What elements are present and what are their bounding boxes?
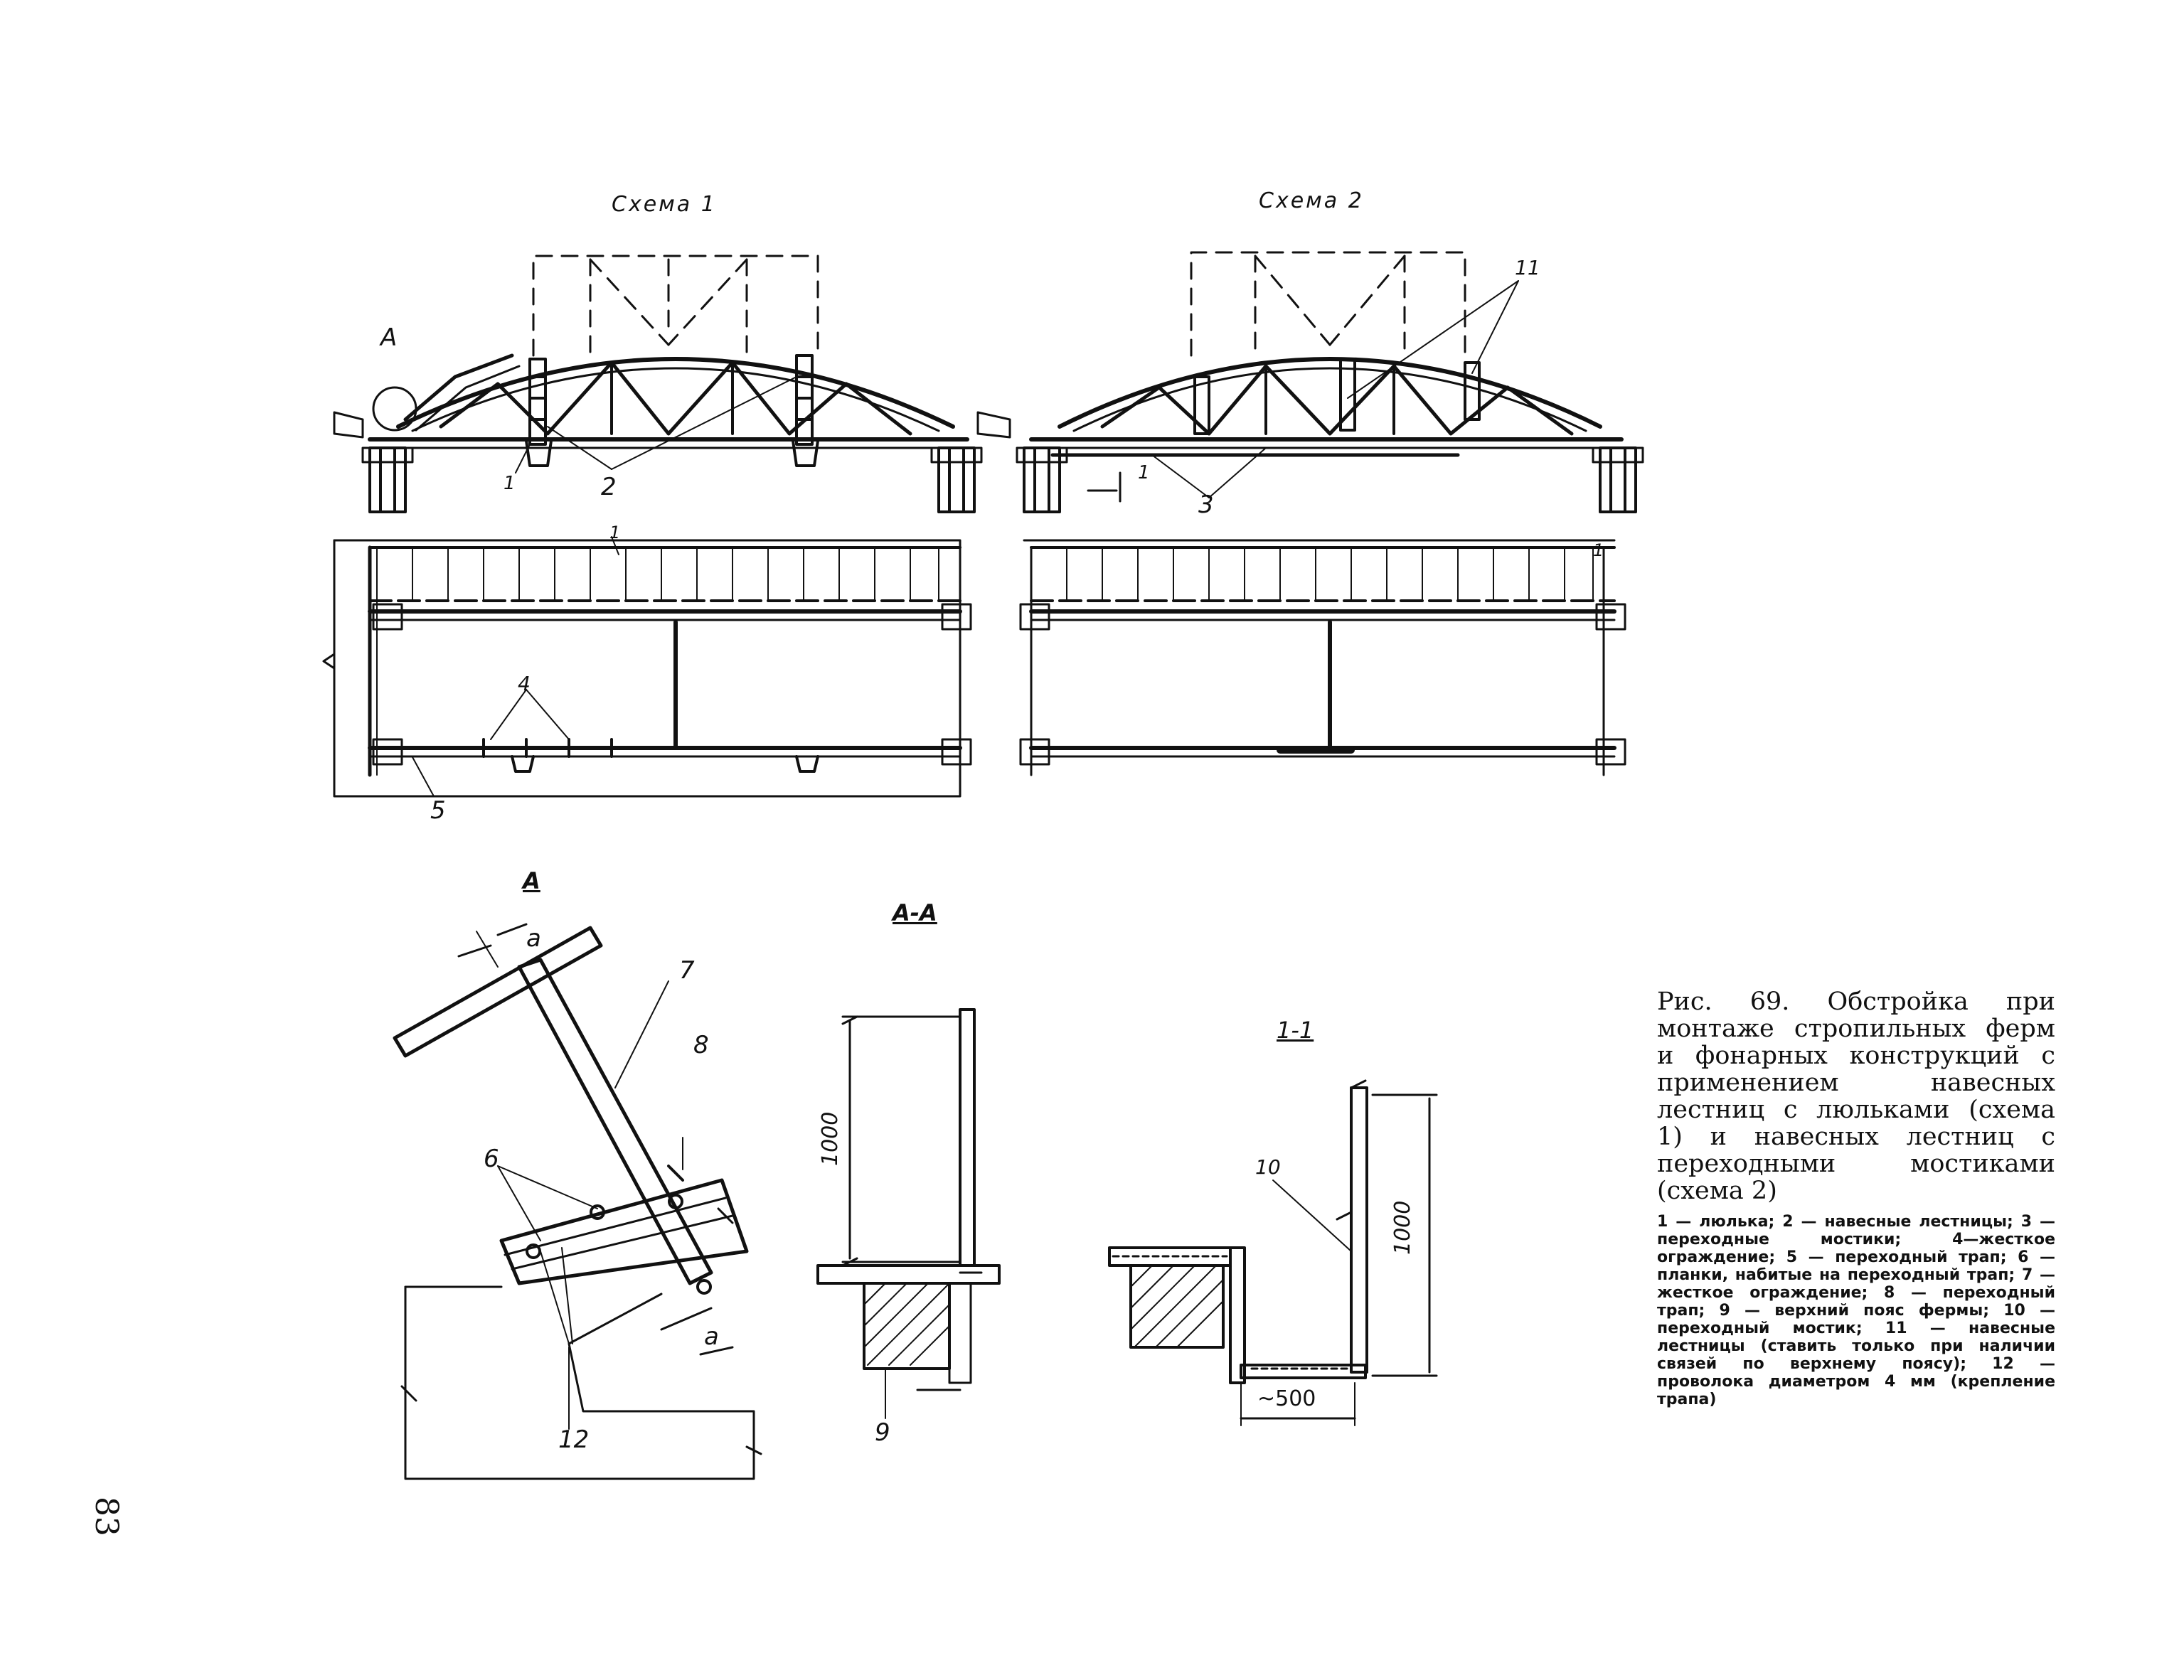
mark-a-top: а bbox=[526, 924, 541, 953]
caption-legend: 1 — люлька; 2 — навесные лестницы; 3 — п… bbox=[1657, 1213, 2055, 1408]
scheme2-elevation bbox=[976, 251, 1644, 513]
callout-11-top: 11 bbox=[1515, 256, 1540, 279]
detail-a bbox=[393, 923, 762, 1480]
callout-9: 9 bbox=[875, 1418, 890, 1447]
section-11-title: 1-1 bbox=[1277, 1017, 1314, 1044]
section-aa bbox=[816, 1008, 1001, 1419]
mark-a-bottom: а bbox=[704, 1322, 719, 1351]
callout-7: 7 bbox=[679, 956, 695, 985]
scheme1-title: Схема 1 bbox=[612, 192, 717, 217]
callout-5-plan: 5 bbox=[430, 796, 446, 825]
scheme1-plan bbox=[322, 536, 972, 798]
dimension-11-height: 1000 bbox=[1390, 1200, 1415, 1255]
callout-6: 6 bbox=[484, 1145, 499, 1173]
figure-caption: Рис. 69. Обстройка при монтаже стропильн… bbox=[1657, 988, 2055, 1408]
scheme2-plan bbox=[1019, 539, 1626, 776]
view-a-title: А bbox=[523, 867, 540, 894]
caption-title: Рис. 69. Обстройка при монтаже стропильн… bbox=[1657, 988, 2055, 1205]
scheme2-title: Схема 2 bbox=[1259, 188, 1364, 213]
section-11 bbox=[1108, 1079, 1438, 1426]
dimension-aa-height: 1000 bbox=[818, 1111, 843, 1166]
node-a-label: А bbox=[380, 323, 398, 352]
section-mark-right: 1 bbox=[1593, 540, 1604, 560]
callout-1-top: 1 bbox=[504, 473, 516, 494]
callout-1-plan: 1 bbox=[1138, 462, 1150, 483]
callout-8: 8 bbox=[693, 1031, 709, 1059]
callout-10: 10 bbox=[1255, 1155, 1281, 1179]
scheme1-elevation bbox=[333, 255, 983, 513]
section-aa-title: А-А bbox=[893, 899, 937, 926]
dimension-11-width: ~500 bbox=[1257, 1386, 1316, 1411]
section-mark-left: 1 bbox=[609, 523, 621, 542]
callout-3-top: 3 bbox=[1198, 491, 1214, 519]
callout-2-top: 2 bbox=[601, 473, 617, 501]
callout-4-plan: 4 bbox=[518, 672, 531, 695]
callout-12: 12 bbox=[558, 1425, 590, 1454]
page-number: 83 bbox=[88, 1497, 124, 1536]
